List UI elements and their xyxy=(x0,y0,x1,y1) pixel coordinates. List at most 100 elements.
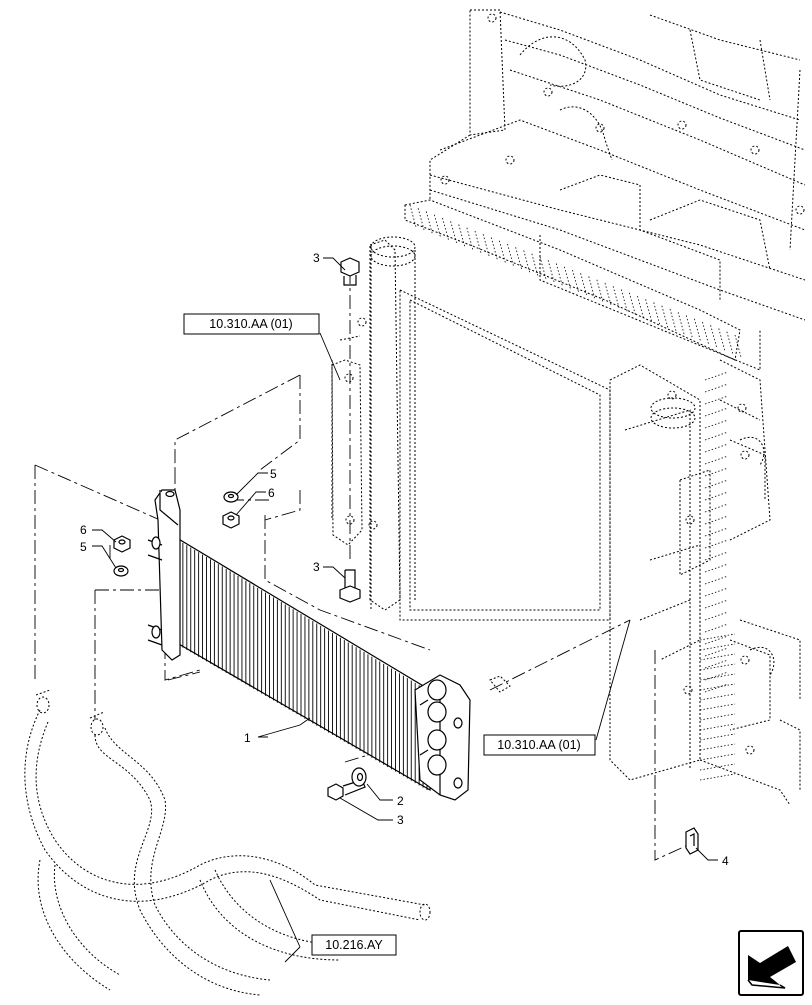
fin-stroke xyxy=(523,250,531,273)
fin-stroke xyxy=(704,419,729,429)
fin-stroke xyxy=(458,224,466,247)
callout-5-right: 5 xyxy=(270,467,277,481)
fin-stroke xyxy=(704,551,729,561)
fin-stroke xyxy=(490,237,498,260)
fin-stroke xyxy=(704,467,729,477)
fin-stroke xyxy=(699,673,736,681)
bolt-part-3-mid xyxy=(339,569,361,603)
fin-stroke xyxy=(699,743,736,751)
fin-stroke xyxy=(669,308,677,332)
fin-stroke xyxy=(704,503,729,513)
callout-5-left: 5 xyxy=(80,540,87,554)
fin-stroke xyxy=(474,230,482,254)
fin-stroke xyxy=(699,723,736,731)
hoses-ghost xyxy=(24,689,431,996)
callout-6-right: 6 xyxy=(268,486,275,500)
fin-stroke xyxy=(507,243,514,267)
fin-stroke xyxy=(704,455,729,465)
reference-box-upper: 10.310.AA (01) xyxy=(183,313,320,335)
callout-3-lower: 3 xyxy=(397,813,404,827)
fin-stroke xyxy=(699,693,736,701)
fin-stroke xyxy=(645,299,653,322)
radiator-body-ghost xyxy=(357,236,801,806)
fin-stroke xyxy=(612,286,620,309)
arrow-down-left-icon[interactable] xyxy=(738,930,804,996)
fin-stroke xyxy=(704,383,729,393)
fin-stroke xyxy=(704,443,729,453)
fin-stroke xyxy=(704,491,729,501)
callout-2: 2 xyxy=(397,794,404,808)
nut-part-6-left xyxy=(113,535,131,553)
reference-box-right: 10.310.AA (01) xyxy=(483,734,596,756)
fin-stroke xyxy=(498,240,506,263)
fin-stroke xyxy=(580,273,588,296)
radiator-fins-ghost xyxy=(404,174,806,371)
fin-stroke xyxy=(531,253,539,276)
fin-stroke xyxy=(704,431,729,441)
fin-stroke xyxy=(704,635,729,645)
fin-stroke xyxy=(563,266,571,289)
fin-stroke xyxy=(409,204,417,228)
fin-stroke xyxy=(637,295,644,319)
fin-stroke xyxy=(704,575,729,585)
fin-stroke xyxy=(699,733,736,741)
fin-stroke xyxy=(442,217,449,241)
fin-stroke xyxy=(718,328,726,351)
fin-stroke xyxy=(726,331,734,354)
fin-stroke xyxy=(466,227,474,250)
fin-stroke xyxy=(604,282,612,306)
fin-stroke xyxy=(699,703,736,711)
mounting-bracket-ghost xyxy=(331,335,363,546)
fin-stroke xyxy=(704,659,729,669)
fin-stroke xyxy=(704,623,729,633)
machine-frame-ghost xyxy=(429,9,806,251)
fin-stroke xyxy=(704,671,729,681)
fin-stroke xyxy=(685,315,693,338)
fin-stroke xyxy=(661,305,669,328)
fin-stroke xyxy=(704,563,729,573)
callout-1: 1 xyxy=(244,731,251,745)
callout-3-upper: 3 xyxy=(313,251,320,265)
fin-stroke xyxy=(699,683,736,691)
fin-stroke xyxy=(425,211,433,234)
fin-stroke xyxy=(699,713,736,721)
fin-stroke xyxy=(704,587,729,597)
oil-cooler-part-1 xyxy=(147,489,471,801)
fin-stroke xyxy=(734,334,742,358)
fin-stroke xyxy=(704,647,729,657)
fin-stroke xyxy=(628,292,636,315)
fin-stroke xyxy=(704,515,729,525)
fin-stroke xyxy=(704,527,729,537)
fin-stroke xyxy=(693,318,701,341)
fin-stroke xyxy=(547,260,555,283)
fin-stroke xyxy=(620,289,628,312)
callout-4: 4 xyxy=(722,854,729,868)
callout-6-left: 6 xyxy=(80,523,87,537)
fin-stroke xyxy=(704,683,729,693)
fin-stroke xyxy=(704,539,729,549)
fin-stroke xyxy=(539,256,547,280)
fin-stroke xyxy=(699,633,736,641)
fin-stroke xyxy=(704,599,729,609)
reference-label-right: 10.310.AA (01) xyxy=(497,738,580,752)
washer-part-5-left xyxy=(113,565,129,577)
callout-3-mid: 3 xyxy=(313,560,320,574)
fin-stroke xyxy=(588,276,596,299)
fin-stroke xyxy=(704,395,729,405)
fin-stroke xyxy=(704,371,729,381)
callout-leaders xyxy=(92,257,718,963)
reference-label-hose: 10.216.AY xyxy=(325,938,383,952)
fin-stroke xyxy=(699,763,736,771)
fin-stroke xyxy=(704,479,729,489)
fin-stroke xyxy=(710,325,718,348)
fin-stroke xyxy=(677,312,685,335)
washer-part-2 xyxy=(351,767,367,787)
fin-stroke xyxy=(653,302,661,325)
fin-stroke xyxy=(433,214,441,237)
bolt-part-3-upper xyxy=(340,257,360,286)
clip-part-4 xyxy=(685,827,699,855)
fin-stroke xyxy=(515,247,523,270)
fin-stroke xyxy=(699,643,736,651)
fin-stroke xyxy=(417,208,425,231)
fin-stroke xyxy=(596,279,604,302)
